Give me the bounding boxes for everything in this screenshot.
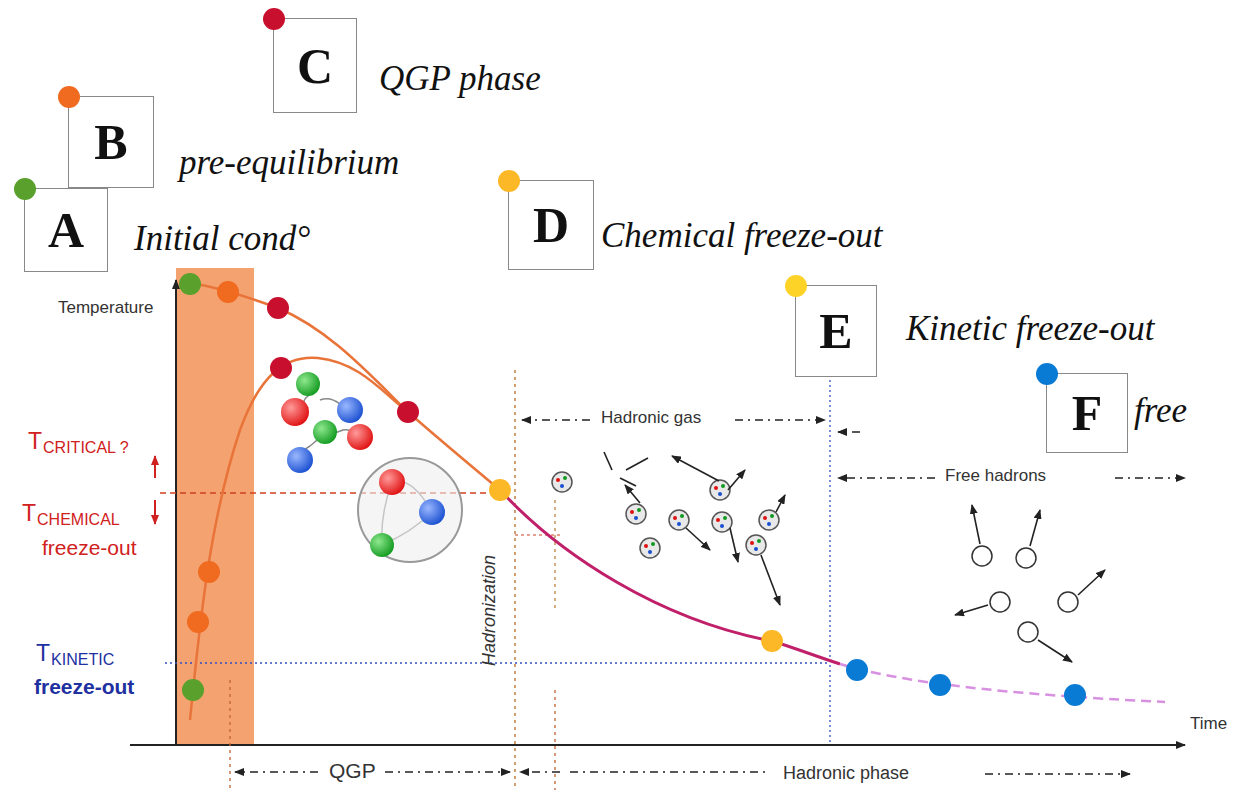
axis-label: T	[28, 428, 42, 455]
axis-label: Free hadrons	[942, 466, 1049, 486]
axis-label: Temperature	[58, 298, 153, 318]
axis-label: CRITICAL ?	[43, 439, 129, 457]
stage-heading: Chemical freeze-out	[601, 216, 883, 256]
axis-label: freeze-out	[42, 536, 137, 560]
letter-box: DChemical freeze-out	[508, 180, 594, 270]
stage-heading: pre-equilibrium	[179, 143, 399, 183]
letter-box: CQGP phase	[273, 18, 357, 113]
axis-label: T	[22, 500, 36, 527]
stage-heading: Kinetic freeze-out	[906, 309, 1155, 349]
stage-heading: QGP phase	[379, 59, 541, 99]
box-letter: A	[25, 189, 107, 271]
letter-box: EKinetic freeze-out	[795, 285, 877, 377]
axis-label: freeze-out	[34, 675, 134, 699]
axis-label: Hadronic phase	[780, 763, 912, 784]
stage-heading: free	[1134, 391, 1187, 431]
box-letter: D	[509, 181, 593, 269]
axis-label: KINETIC	[51, 651, 114, 669]
axis-label: T	[36, 640, 50, 667]
box-letter: C	[274, 19, 356, 112]
axis-label: QGP	[326, 759, 379, 783]
corner-dot	[498, 170, 520, 192]
axis-label: CHEMICAL	[37, 511, 120, 529]
letter-box: AInitial cond°	[24, 188, 108, 272]
corner-dot	[14, 178, 36, 200]
stage-heading: Initial cond°	[134, 219, 310, 259]
box-letter: F	[1047, 374, 1127, 452]
corner-dot	[1036, 363, 1058, 385]
box-letter: E	[796, 286, 876, 376]
axis-label: Hadronic gas	[598, 408, 704, 428]
corner-dot	[58, 86, 80, 108]
axis-label: Time	[1190, 714, 1227, 734]
letter-box: Bpre-equilibrium	[68, 96, 154, 188]
letter-box: Ffree	[1046, 373, 1128, 453]
corner-dot	[263, 8, 285, 30]
vertical-label: Hadronization	[479, 554, 500, 665]
box-letter: B	[69, 97, 153, 187]
corner-dot	[785, 275, 807, 297]
